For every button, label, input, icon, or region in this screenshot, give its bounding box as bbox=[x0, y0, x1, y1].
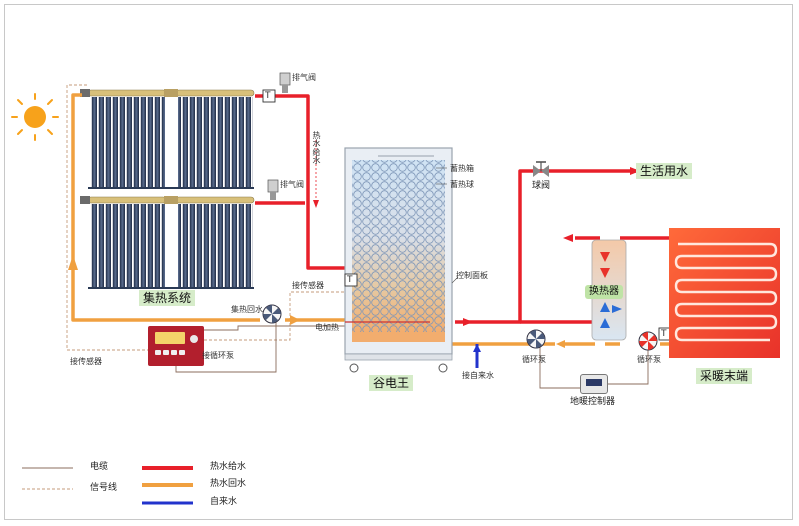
legend-tap: 自来水 bbox=[210, 497, 238, 507]
t-sensor-collector: T bbox=[265, 91, 271, 101]
controller-button bbox=[171, 350, 177, 355]
diagram-frame bbox=[4, 4, 793, 520]
electric-heating-label: 电加热 bbox=[315, 323, 339, 332]
legend-swatches bbox=[22, 466, 193, 505]
pump-circulation-2 bbox=[638, 331, 658, 351]
controller-screen bbox=[155, 332, 185, 344]
legend-cable: 电缆 bbox=[90, 462, 109, 472]
controller-button bbox=[163, 350, 169, 355]
floor-heating-controller bbox=[580, 374, 608, 394]
legend-supply: 热水给水 bbox=[210, 462, 247, 472]
heating-terminal bbox=[669, 228, 780, 358]
tank-brand-label: 谷电王 bbox=[369, 375, 414, 391]
heat-exchanger-label: 换热器 bbox=[585, 285, 623, 299]
circ-pump-2-label: 循环泵 bbox=[637, 355, 661, 364]
pump-collector bbox=[262, 304, 282, 324]
t-sensor-terminal: T bbox=[661, 329, 667, 339]
pump-circulation-1 bbox=[526, 329, 546, 349]
controller-button bbox=[155, 350, 161, 355]
sensor-left-label: 接传感器 bbox=[70, 357, 102, 366]
ball-valve-label: 球阀 bbox=[532, 181, 551, 191]
solar-collector-array bbox=[80, 89, 255, 289]
control-panel-label: 控制面板 bbox=[456, 271, 488, 280]
controller-button bbox=[179, 350, 185, 355]
solar-controller-panel bbox=[148, 326, 204, 366]
sensor-right-label: 接传感器 bbox=[292, 281, 324, 290]
t-sensor-tank: T bbox=[347, 275, 353, 285]
supply-vertical-label: 热水给水 bbox=[312, 131, 321, 166]
legend-return: 热水回水 bbox=[210, 479, 247, 489]
tap-inlet-label: 接自来水 bbox=[462, 371, 494, 380]
vent-valve-bottom-label: 排气阀 bbox=[280, 180, 304, 189]
sun-icon bbox=[11, 93, 59, 141]
collector-system-label: 集热系统 bbox=[139, 290, 196, 306]
storage-tank bbox=[344, 147, 453, 373]
cable-lines bbox=[175, 320, 649, 389]
floor-controller-label: 地暖控制器 bbox=[570, 397, 616, 407]
domestic-water-label: 生活用水 bbox=[636, 163, 693, 179]
pump-connect-label: 接循环泵 bbox=[202, 351, 234, 360]
heating-terminal-label: 采暖末端 bbox=[696, 368, 753, 384]
legend-signal: 信号线 bbox=[90, 483, 118, 493]
collector-return-label: 集热回水 bbox=[231, 305, 263, 314]
controller-knob bbox=[190, 335, 198, 343]
ball-valve-icon bbox=[533, 161, 549, 177]
circ-pump-1-label: 循环泵 bbox=[522, 355, 546, 364]
hot-supply-pipes bbox=[255, 94, 672, 324]
heat-ball-label: 蓄热球 bbox=[450, 180, 474, 189]
vent-valve-top-label: 排气阀 bbox=[292, 73, 316, 82]
vent-valves bbox=[267, 72, 291, 200]
storage-tank-label: 蓄热箱 bbox=[450, 164, 474, 173]
